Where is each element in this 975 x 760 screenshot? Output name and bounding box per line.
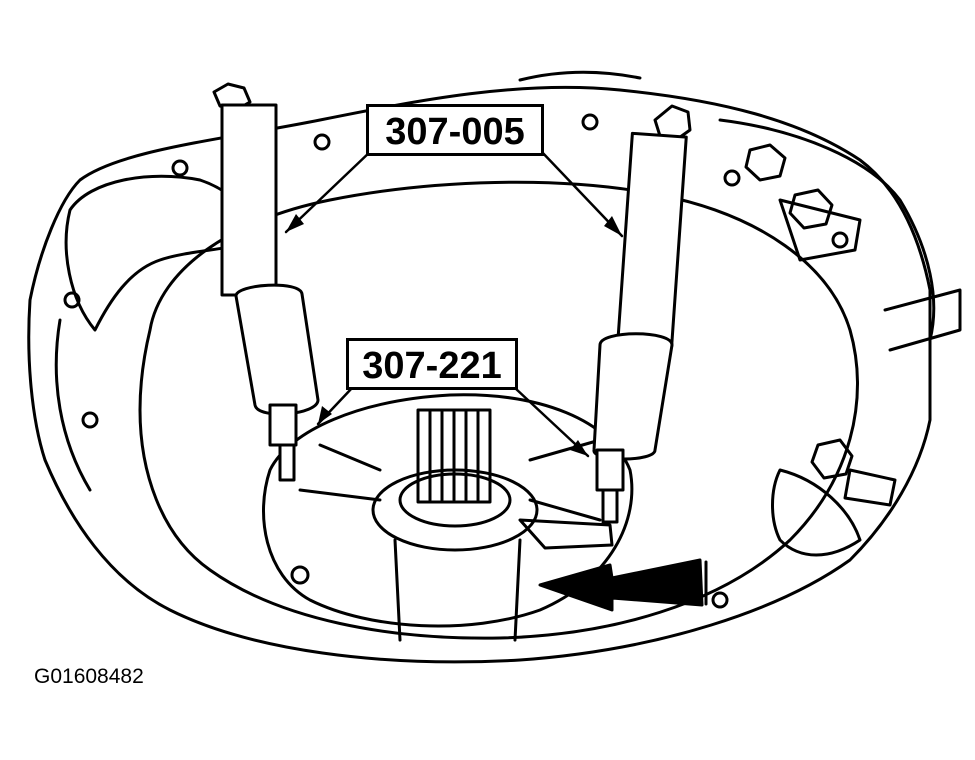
callout-label-307-005: 307-005 bbox=[366, 104, 544, 156]
flange-hole bbox=[723, 169, 741, 187]
tool-tip-right bbox=[601, 488, 619, 524]
arrowhead bbox=[604, 216, 622, 236]
figure-id: G01608482 bbox=[34, 665, 144, 688]
tool-rod-right bbox=[616, 131, 688, 349]
tool-rod-left bbox=[220, 103, 278, 297]
pump-body bbox=[262, 393, 634, 628]
bolt-bracket bbox=[843, 468, 897, 507]
puller-left bbox=[212, 82, 320, 482]
flange-hole bbox=[63, 291, 81, 309]
arrowhead bbox=[286, 214, 304, 232]
bolt-head bbox=[744, 143, 787, 182]
flange-hole bbox=[831, 231, 849, 249]
housing-edge-top bbox=[518, 70, 642, 82]
housing-bolts bbox=[744, 143, 897, 507]
tool-slide-left bbox=[234, 283, 320, 416]
housing-flange bbox=[27, 85, 932, 664]
pump-tab bbox=[518, 518, 614, 550]
bolt-head bbox=[788, 188, 834, 230]
housing-bore bbox=[138, 180, 859, 640]
flange-hole bbox=[81, 411, 99, 429]
flange-holes bbox=[63, 113, 849, 609]
flange-hole bbox=[290, 565, 310, 585]
callout-label-307-221: 307-221 bbox=[346, 338, 518, 390]
tool-slide-right bbox=[592, 332, 674, 461]
housing-lobe-left bbox=[64, 174, 262, 332]
arrowhead bbox=[570, 440, 588, 456]
tool-adapter-right bbox=[595, 448, 625, 492]
direction-arrow bbox=[538, 558, 704, 612]
puller-right bbox=[592, 104, 692, 524]
flange-hole bbox=[313, 133, 331, 151]
tool-adapter-left bbox=[268, 403, 298, 447]
hub-sleeve bbox=[393, 538, 522, 642]
arrowhead bbox=[318, 406, 332, 424]
hub-web bbox=[298, 438, 602, 522]
bolt-bracket bbox=[778, 198, 862, 262]
flange-hole bbox=[711, 591, 729, 609]
leader-arrowheads bbox=[286, 214, 622, 456]
pump-hub bbox=[262, 393, 634, 642]
flange-hole bbox=[171, 159, 189, 177]
flange-hole bbox=[581, 113, 599, 131]
leader-line bbox=[284, 148, 374, 234]
housing-rib-lower bbox=[771, 468, 862, 557]
housing-edge-left bbox=[54, 318, 92, 492]
tool-tip-left bbox=[278, 443, 296, 482]
housing-edge-right bbox=[883, 288, 962, 352]
shaft-spline bbox=[428, 408, 480, 502]
bolt-head bbox=[810, 438, 854, 480]
